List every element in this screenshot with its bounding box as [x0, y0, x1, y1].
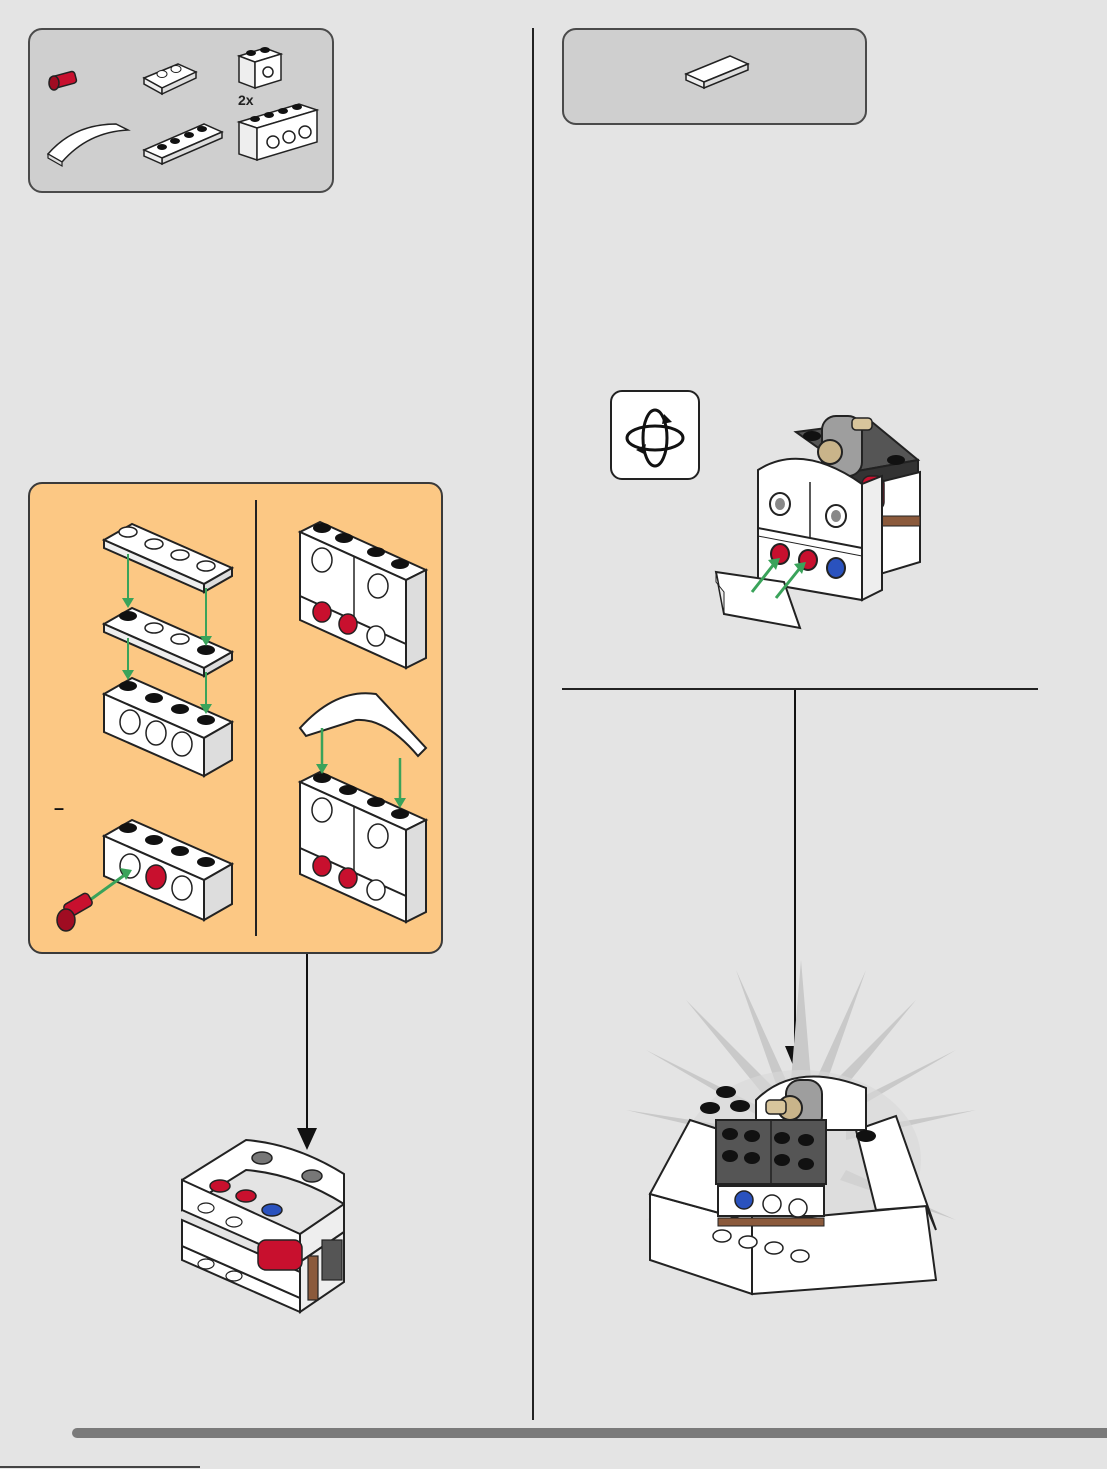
model-result-left — [176, 1134, 358, 1314]
connector-arrow-left — [290, 954, 324, 1154]
column-divider — [532, 28, 534, 1420]
final-model-burst — [626, 960, 976, 1316]
technic-brick-1x2-part — [235, 46, 285, 92]
page-footer-bar — [72, 1428, 1107, 1438]
plate-1x2-part — [140, 60, 200, 96]
subassembly-red-pin — [50, 864, 140, 934]
rotate-model-icon — [610, 390, 700, 480]
tile-1x2-part — [682, 52, 752, 92]
curved-slope-part — [44, 118, 134, 166]
footer-line — [0, 1466, 200, 1468]
subassembly-divider — [255, 500, 257, 936]
model-step-right — [712, 412, 926, 640]
subassembly-note: – — [54, 798, 64, 819]
parts-list-box-right — [562, 28, 867, 125]
subassembly-right-steps — [296, 518, 436, 938]
subassembly-box: – — [28, 482, 443, 954]
red-pin-part — [46, 68, 86, 94]
parts-list-box-left: 2x — [28, 28, 334, 193]
technic-brick-1x4-part — [235, 100, 321, 166]
plate-1x4-part — [140, 118, 226, 164]
